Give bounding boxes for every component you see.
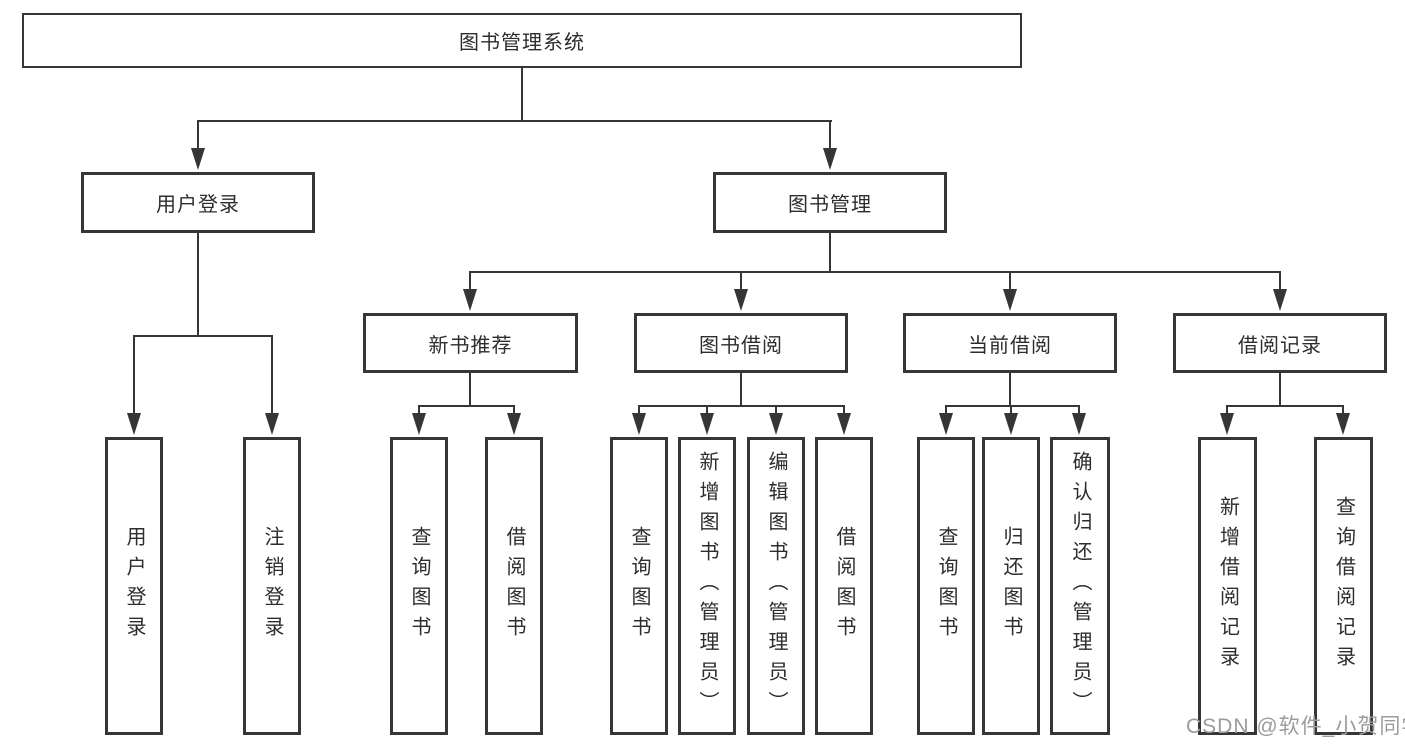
connector-arrow-shaft	[271, 335, 273, 415]
connector-arrow-shaft	[1009, 271, 1011, 291]
connector-vline	[197, 233, 199, 336]
connector-arrow-shaft	[1226, 405, 1228, 415]
arrowhead-down	[1220, 413, 1234, 435]
connector-vline	[469, 373, 471, 407]
csdn-watermark: CSDN @软件_小贺同学	[1186, 715, 1405, 738]
arrowhead-down	[191, 148, 205, 170]
leaf-confirm-return-admin: 确认归还（管理员）	[1050, 437, 1110, 735]
arrowhead-down	[127, 413, 141, 435]
node-book-management: 图书管理	[713, 172, 947, 233]
connector-arrow-shaft	[945, 405, 947, 415]
connector-arrow-shaft	[197, 120, 199, 150]
connector-vline	[740, 373, 742, 407]
connector-arrow-shaft	[1342, 405, 1344, 415]
connector-arrow-shaft	[133, 335, 135, 415]
node-book-borrow: 图书借阅	[634, 313, 848, 373]
arrowhead-down	[1072, 413, 1086, 435]
connector-vline	[1279, 373, 1281, 407]
leaf-add-books-admin: 新增图书（管理员）	[678, 437, 736, 735]
connector-arrow-shaft	[829, 120, 831, 150]
connector-hline	[638, 405, 845, 407]
leaf-edit-books-admin: 编辑图书（管理员）	[747, 437, 805, 735]
arrowhead-down	[632, 413, 646, 435]
connector-vline	[829, 233, 831, 273]
connector-arrow-shaft	[469, 271, 471, 291]
leaf-query-books-recommend: 查询图书	[390, 437, 448, 735]
leaf-add-borrow-record: 新增借阅记录	[1198, 437, 1257, 735]
connector-arrow-shaft	[1279, 271, 1281, 291]
connector-arrow-shaft	[1010, 405, 1012, 415]
connector-hline	[1226, 405, 1344, 407]
arrowhead-down	[1003, 289, 1017, 311]
arrowhead-down	[463, 289, 477, 311]
connector-vline	[521, 68, 523, 121]
node-new-book-recommend: 新书推荐	[363, 313, 578, 373]
arrowhead-down	[507, 413, 521, 435]
arrowhead-down	[823, 148, 837, 170]
connector-arrow-shaft	[418, 405, 420, 415]
node-borrow-records: 借阅记录	[1173, 313, 1387, 373]
node-current-borrow: 当前借阅	[903, 313, 1117, 373]
leaf-borrow-books-recommend: 借阅图书	[485, 437, 543, 735]
arrowhead-down	[1336, 413, 1350, 435]
arrowhead-down	[700, 413, 714, 435]
leaf-query-books-current: 查询图书	[917, 437, 975, 735]
leaf-return-books: 归还图书	[982, 437, 1040, 735]
node-root: 图书管理系统	[22, 13, 1022, 68]
connector-hline	[469, 271, 1281, 273]
leaf-query-books-borrow: 查询图书	[610, 437, 668, 735]
leaf-user-login: 用户登录	[105, 437, 163, 735]
leaf-borrow-books: 借阅图书	[815, 437, 873, 735]
arrowhead-down	[1004, 413, 1018, 435]
leaf-logout: 注销登录	[243, 437, 301, 735]
arrowhead-down	[837, 413, 851, 435]
node-user-login: 用户登录	[81, 172, 315, 233]
arrowhead-down	[734, 289, 748, 311]
connector-arrow-shaft	[513, 405, 515, 415]
connector-arrow-shaft	[740, 271, 742, 291]
connector-hline	[418, 405, 515, 407]
connector-arrow-shaft	[706, 405, 708, 415]
connector-hline	[945, 405, 1080, 407]
connector-arrow-shaft	[775, 405, 777, 415]
connector-arrow-shaft	[843, 405, 845, 415]
connector-arrow-shaft	[638, 405, 640, 415]
connector-hline	[133, 335, 272, 337]
arrowhead-down	[412, 413, 426, 435]
arrowhead-down	[1273, 289, 1287, 311]
connector-hline	[197, 120, 832, 122]
connector-arrow-shaft	[1078, 405, 1080, 415]
connector-vline	[1009, 373, 1011, 407]
arrowhead-down	[265, 413, 279, 435]
arrowhead-down	[769, 413, 783, 435]
leaf-query-borrow-record: 查询借阅记录	[1314, 437, 1373, 735]
arrowhead-down	[939, 413, 953, 435]
